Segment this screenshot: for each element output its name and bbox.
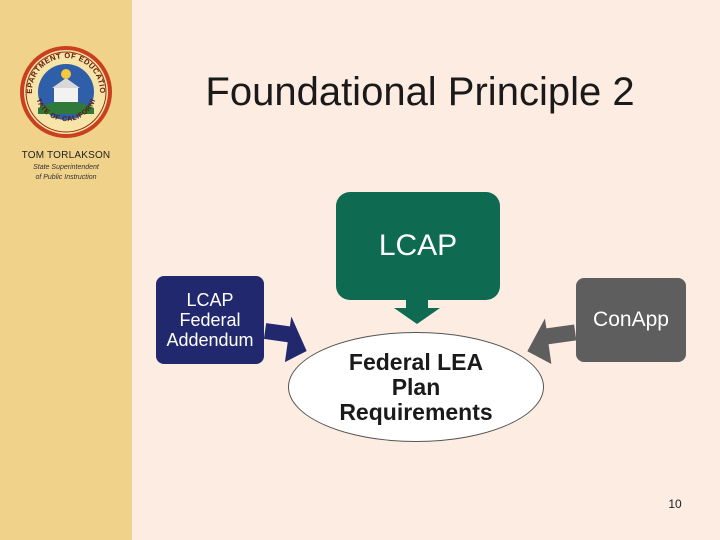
center-line-3: Requirements	[339, 398, 493, 425]
conapp-arrow	[527, 318, 577, 365]
federal-lea-plan-requirements-ellipse: Federal LEA Plan Requirements	[288, 332, 544, 442]
addendum-arrow	[263, 316, 307, 363]
addendum-line-3: Addendum	[166, 330, 254, 350]
conapp-box: ConApp	[576, 278, 686, 362]
superintendent-title: State Superintendent of Public Instructi…	[0, 163, 132, 183]
slide-title: Foundational Principle 2	[205, 70, 635, 114]
superintendent-title-line2: of Public Instruction	[35, 174, 97, 181]
superintendent-title-line1: State Superintendent	[33, 164, 99, 171]
addendum-line-2: Federal	[179, 310, 241, 330]
sidebar: DEPARTMENT OF EDUCATION STATE OF CALIFOR…	[0, 0, 132, 540]
lcap-arrow	[394, 298, 440, 324]
superintendent-name: TOM TORLAKSON	[21, 150, 111, 161]
lcap-box: LCAP	[336, 192, 500, 300]
california-department-of-education-seal: DEPARTMENT OF EDUCATION STATE OF CALIFOR…	[18, 44, 112, 138]
center-line-1: Federal LEA	[348, 348, 484, 375]
page-number: 10	[668, 497, 682, 511]
lcap-federal-addendum-box: LCAP Federal Addendum	[156, 276, 264, 364]
addendum-line-1: LCAP	[186, 290, 234, 310]
center-line-2: Plan	[391, 373, 441, 400]
lcap-label: LCAP	[378, 229, 458, 262]
conapp-label: ConApp	[593, 308, 669, 331]
